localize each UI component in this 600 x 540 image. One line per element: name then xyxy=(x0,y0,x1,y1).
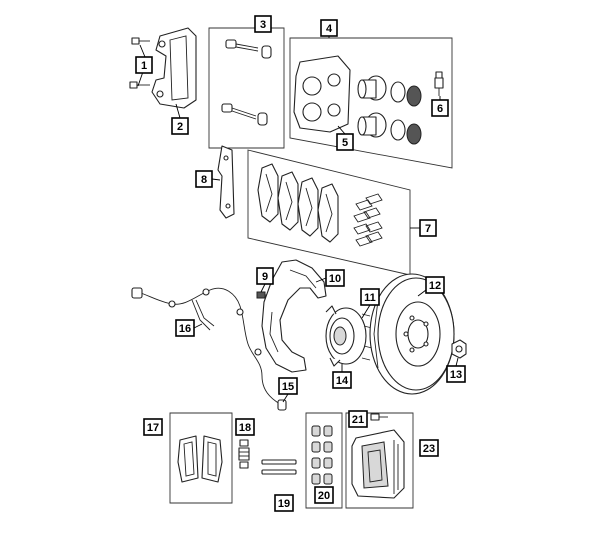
caliper-23 xyxy=(351,429,405,499)
caliper-body xyxy=(293,55,351,133)
brake-rotor xyxy=(369,273,455,395)
guide-pin-upper xyxy=(225,39,272,59)
svg-text:21: 21 xyxy=(352,414,364,426)
pistons-and-seals xyxy=(357,75,422,145)
svg-text:5: 5 xyxy=(342,137,348,149)
svg-text:15: 15 xyxy=(282,381,294,393)
svg-text:9: 9 xyxy=(262,271,268,283)
svg-text:3: 3 xyxy=(260,19,266,31)
svg-text:4: 4 xyxy=(326,23,333,35)
callout-23: 23 xyxy=(419,439,439,457)
svg-text:16: 16 xyxy=(179,323,191,335)
callout-7: 7 xyxy=(419,219,437,237)
callout-6: 6 xyxy=(431,99,449,117)
abs-sensor-harness xyxy=(131,287,287,411)
pad-kit-20-pads xyxy=(311,425,333,485)
callout-17: 17 xyxy=(143,418,163,436)
svg-text:13: 13 xyxy=(450,369,462,381)
callout-11: 11 xyxy=(360,288,380,306)
bolt-lower xyxy=(129,81,150,89)
brake-pad-set xyxy=(257,163,339,243)
hub-bearing xyxy=(325,305,373,367)
bleeder-21 xyxy=(370,413,388,421)
callout-5: 5 xyxy=(336,133,354,151)
svg-text:19: 19 xyxy=(278,498,290,510)
caliper-bracket xyxy=(151,27,197,109)
pins-19 xyxy=(261,459,297,475)
callout-16: 16 xyxy=(175,319,195,337)
svg-text:17: 17 xyxy=(147,422,159,434)
svg-text:7: 7 xyxy=(425,223,431,235)
pad-clips xyxy=(353,193,383,247)
callout-20: 20 xyxy=(314,486,334,504)
callout-18: 18 xyxy=(235,418,255,436)
callout-19: 19 xyxy=(274,494,294,512)
callout-13: 13 xyxy=(446,365,466,383)
svg-text:12: 12 xyxy=(429,280,441,292)
bleeder-18 xyxy=(238,439,250,469)
svg-text:1: 1 xyxy=(141,60,147,72)
hub-nut xyxy=(451,339,467,359)
callout-1: 1 xyxy=(135,56,153,74)
callout-3: 3 xyxy=(254,15,272,33)
anti-rattle-clip xyxy=(217,145,235,219)
bolt-upper xyxy=(131,37,150,45)
callout-14: 14 xyxy=(332,371,352,389)
svg-text:10: 10 xyxy=(329,273,341,285)
callout-12: 12 xyxy=(425,276,445,294)
callout-10: 10 xyxy=(325,269,345,287)
svg-text:20: 20 xyxy=(318,490,330,502)
callout-4: 4 xyxy=(320,19,338,37)
callout-21: 21 xyxy=(348,410,368,428)
svg-text:2: 2 xyxy=(177,121,183,133)
callout-8: 8 xyxy=(195,170,213,188)
callout-2: 2 xyxy=(171,117,189,135)
svg-text:23: 23 xyxy=(423,443,435,455)
pad-kit-17-pads xyxy=(177,435,223,483)
svg-text:6: 6 xyxy=(437,103,443,115)
bleeder-screw xyxy=(434,71,444,96)
svg-text:18: 18 xyxy=(239,422,251,434)
callout-9: 9 xyxy=(256,267,274,285)
dust-shield xyxy=(261,259,327,373)
svg-text:14: 14 xyxy=(336,375,349,387)
svg-text:8: 8 xyxy=(201,174,207,186)
callout-15: 15 xyxy=(278,377,298,395)
svg-text:11: 11 xyxy=(364,292,376,304)
guide-pin-lower xyxy=(221,103,268,126)
